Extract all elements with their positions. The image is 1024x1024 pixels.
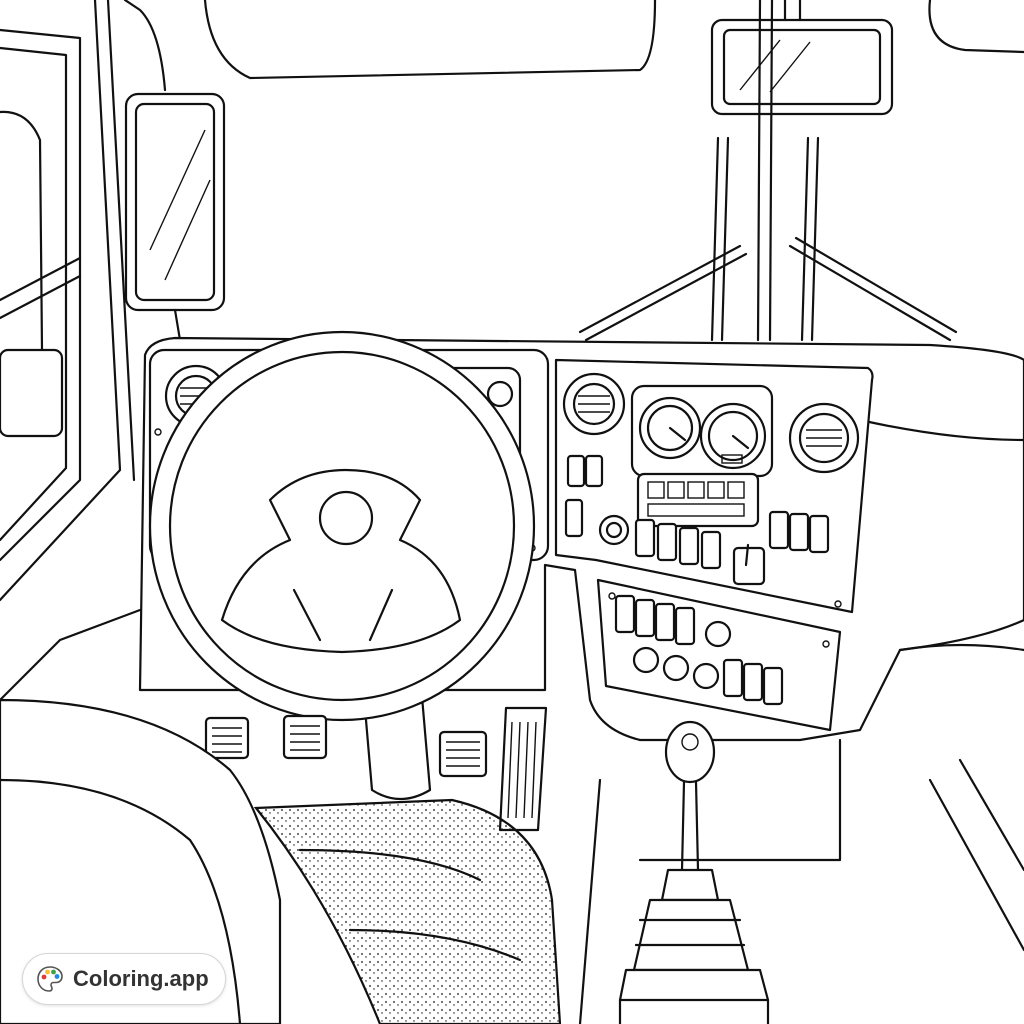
- palette-icon: [37, 966, 63, 992]
- palette-dot-blue: [54, 974, 60, 979]
- driver-seat: [0, 698, 562, 1024]
- steering-wheel: [148, 330, 536, 722]
- palette-dot-red: [41, 974, 47, 980]
- accelerator-pedal: [498, 706, 548, 832]
- gear-shifter: [618, 720, 770, 1024]
- palette-dot-green: [51, 969, 56, 975]
- palette-dot-yellow: [45, 969, 50, 975]
- rear-view-mirror: [710, 0, 894, 116]
- shift-knob: [664, 720, 716, 784]
- shift-boot: [632, 898, 750, 972]
- center-console-panel: [554, 358, 874, 614]
- windshield-wipers: [578, 0, 958, 342]
- rotary-knob: [598, 514, 630, 546]
- left-side-mirror: [124, 92, 226, 342]
- floor-lines: [578, 758, 1024, 1024]
- left-door-frame: [0, 0, 142, 702]
- brand-name: Coloring.app: [73, 966, 209, 991]
- horn-button: [318, 490, 374, 546]
- coloring-app-badge[interactable]: Coloring.app: [22, 953, 226, 1005]
- left-lower-mirror: [0, 348, 64, 438]
- lower-switch-panel: [596, 578, 842, 732]
- seat-cushion-pattern: [253, 798, 562, 1024]
- brake-pedal: [282, 714, 328, 760]
- sun-visor: [123, 0, 1024, 92]
- pedals: [204, 706, 548, 832]
